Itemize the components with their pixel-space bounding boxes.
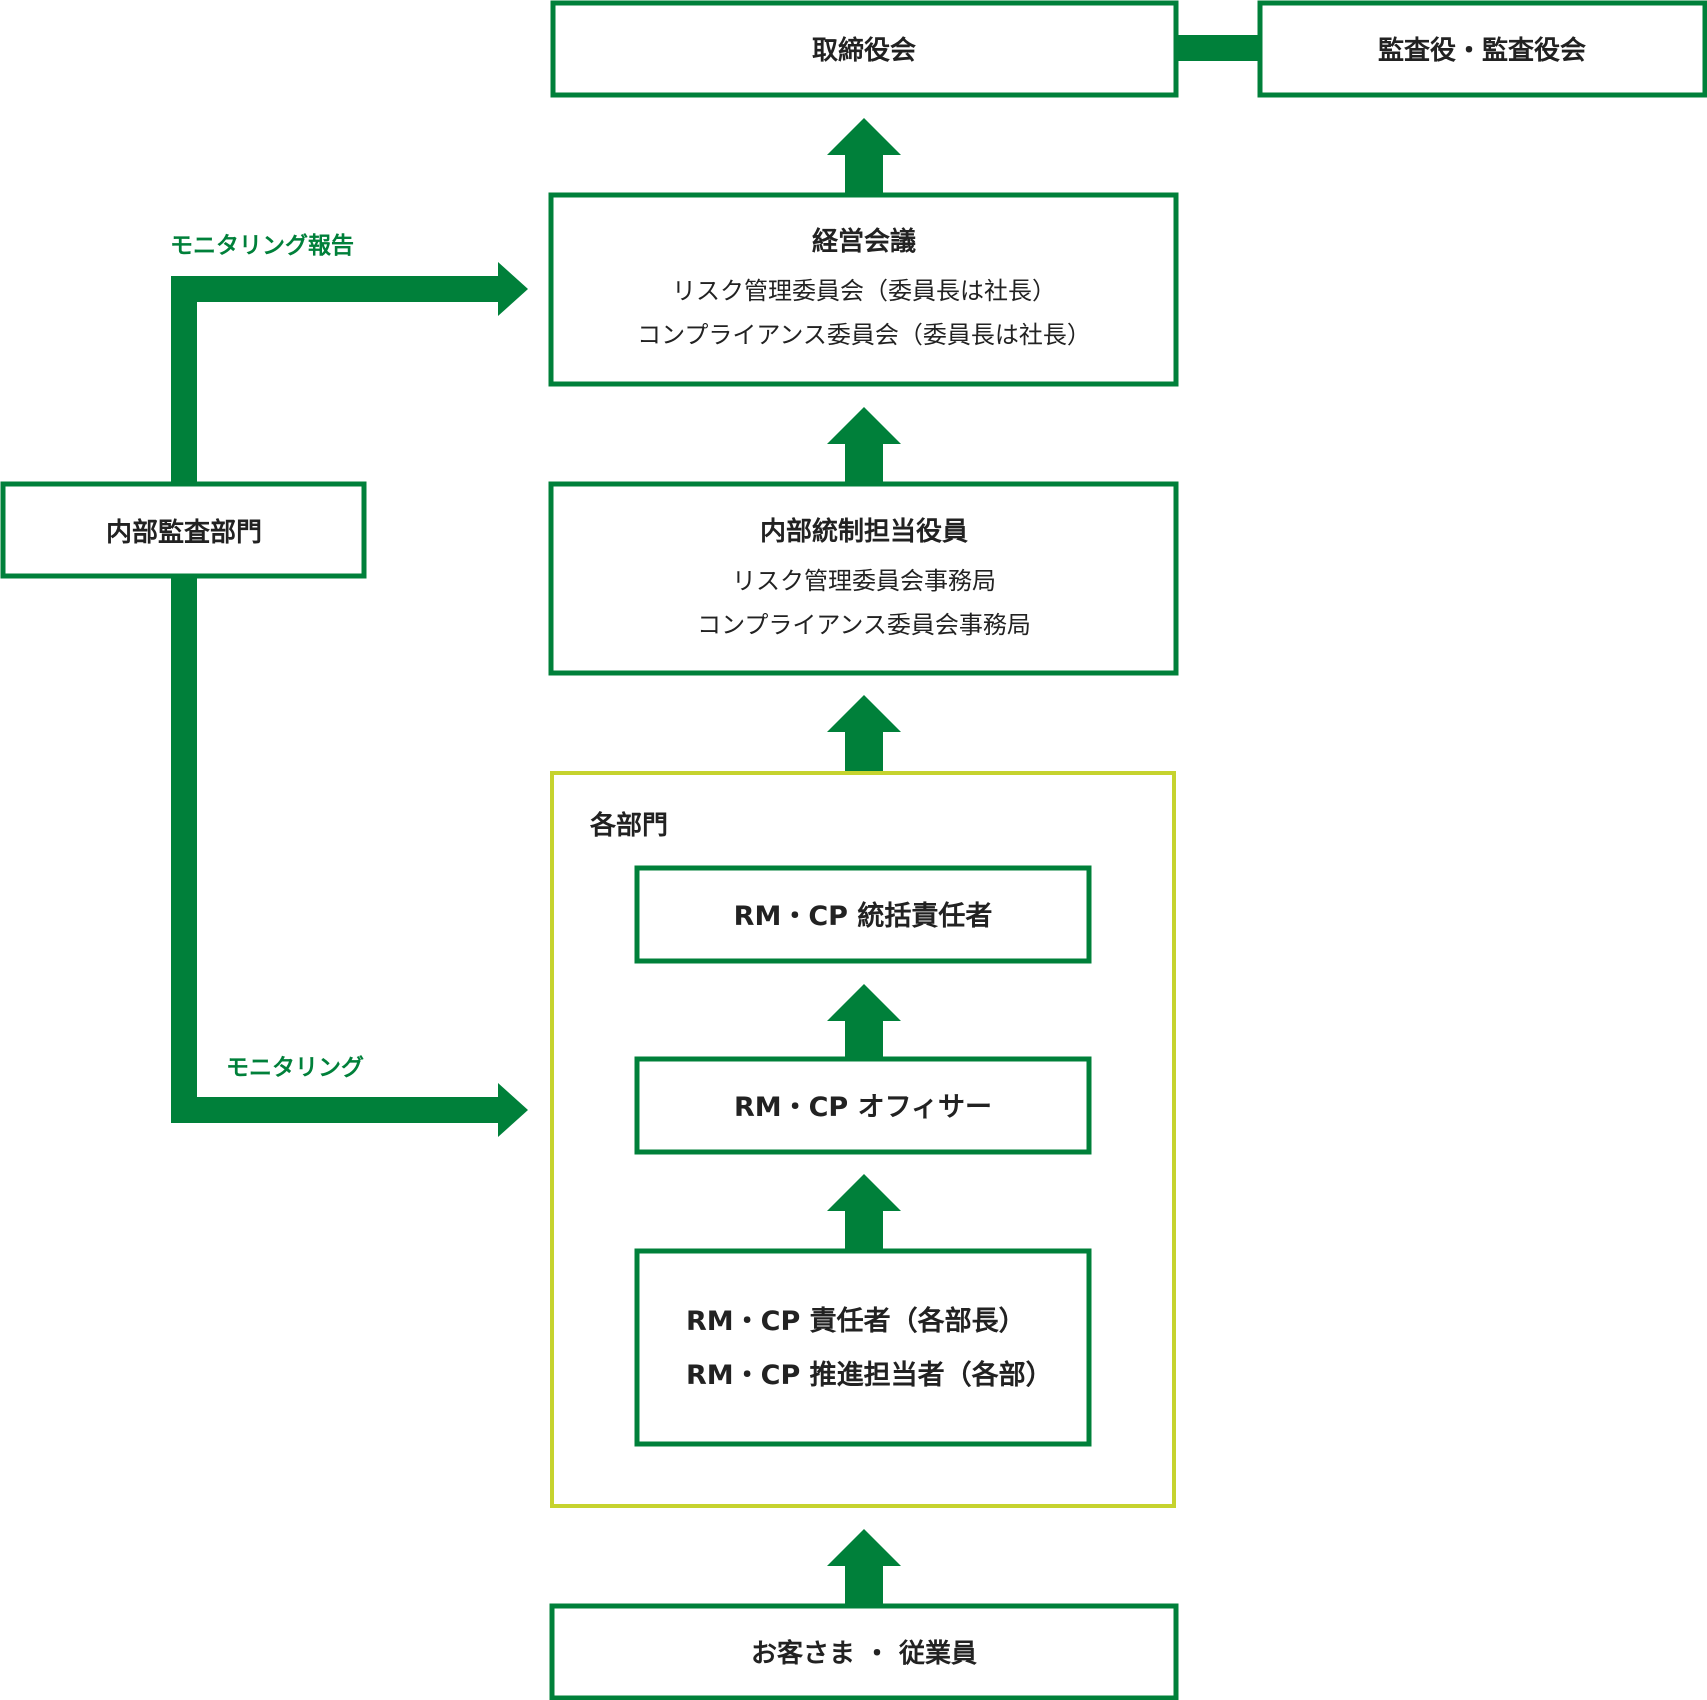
board-label: 取締役会: [812, 35, 916, 66]
auditors-label: 監査役・監査役会: [1378, 35, 1586, 66]
arrow-up-departments-to-control: [827, 695, 901, 771]
rm-cp-chief-label: RM・CP 統括責任者: [734, 900, 993, 932]
rm-cp-responsible-line-2: RM・CP 推進担当者（各部）: [686, 1359, 1053, 1391]
rm-cp-chief-box: RM・CP 統括責任者: [634, 865, 1092, 964]
rm-cp-responsible-line-1: RM・CP 責任者（各部長）: [686, 1305, 1026, 1337]
customers-box-frame: [549, 1603, 1179, 1700]
internal-control-line-2: コンプライアンス委員会事務局: [697, 611, 1031, 639]
rm-cp-officer-box: RM・CP オフィサー: [634, 1056, 1092, 1155]
board-box-frame: [550, 0, 1179, 98]
rm-cp-responsible-box-frame: [634, 1248, 1092, 1447]
arrow-up-control-to-management: [827, 407, 901, 484]
board-auditors-connector: [1176, 35, 1260, 61]
management-meeting-box-frame: [548, 192, 1179, 387]
arrow-up-management-to-board: [827, 118, 901, 193]
management-meeting-title: 経営会議: [812, 226, 916, 257]
rm-cp-responsible-box: RM・CP 責任者（各部長） RM・CP 推進担当者（各部）: [634, 1248, 1092, 1447]
customers-label: お客さま ・ 従業員: [751, 1638, 977, 1669]
monitoring-report-arrow: [171, 262, 528, 484]
internal-control-title: 内部統制担当役員: [760, 516, 968, 547]
internal-control-line-1: リスク管理委員会事務局: [732, 567, 996, 595]
customers-box: お客さま ・ 従業員: [549, 1603, 1179, 1700]
monitoring-label: モニタリング: [226, 1054, 364, 1081]
auditors-box-frame: [1257, 0, 1707, 98]
management-meeting-line-2: コンプライアンス委員会（委員長は社長）: [637, 321, 1091, 349]
internal-audit-box-frame: [0, 481, 367, 579]
arrow-up-customers-to-departments: [827, 1529, 901, 1606]
monitoring-report-label: モニタリング報告: [170, 232, 354, 259]
monitoring-arrow: [171, 578, 528, 1137]
internal-control-box: 内部統制担当役員 リスク管理委員会事務局 コンプライアンス委員会事務局: [548, 481, 1179, 676]
management-meeting-line-1: リスク管理委員会（委員長は社長）: [672, 277, 1056, 305]
departments-title: 各部門: [589, 810, 668, 841]
board-box: 取締役会: [550, 0, 1179, 98]
internal-audit-label: 内部監査部門: [106, 517, 262, 548]
internal-control-box-frame: [548, 481, 1179, 676]
arrow-up-officer-to-chief: [827, 984, 901, 1059]
auditors-box: 監査役・監査役会: [1257, 0, 1707, 98]
rm-cp-officer-label: RM・CP オフィサー: [734, 1092, 992, 1123]
rm-cp-officer-box-frame: [634, 1056, 1092, 1155]
management-meeting-box: 経営会議 リスク管理委員会（委員長は社長） コンプライアンス委員会（委員長は社長…: [548, 192, 1179, 387]
arrow-up-responsible-to-officer: [827, 1174, 901, 1251]
internal-audit-box: 内部監査部門: [0, 481, 367, 579]
rm-cp-chief-box-frame: [634, 865, 1092, 964]
